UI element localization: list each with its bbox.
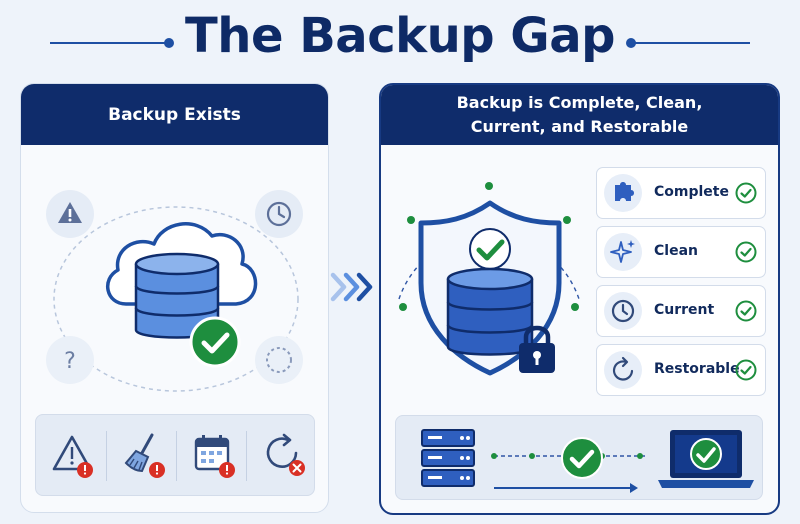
question-icon: ?: [46, 336, 94, 384]
check-circle-icon: [735, 300, 757, 322]
checklist-label: Clean: [654, 243, 698, 259]
laptop-check-icon: [658, 430, 754, 488]
check-circle-icon: [735, 359, 757, 381]
strip-divider: [246, 431, 247, 481]
checklist-item-current: Current: [596, 285, 766, 337]
strip-divider: [176, 431, 177, 481]
broom-error-icon: [124, 433, 165, 478]
server-rack-icon: [421, 429, 475, 487]
clock-icon: [255, 190, 303, 238]
warning-error-icon: [52, 435, 93, 478]
check-circle-icon: [735, 182, 757, 204]
dashed-orbit: [53, 206, 299, 392]
warning-icon: [46, 190, 94, 238]
dashed-circle-icon: [255, 336, 303, 384]
title-dot-left: [164, 38, 174, 48]
dashed-arc: [398, 182, 580, 311]
page-title: The Backup Gap: [185, 8, 615, 64]
restore-error-icon: [266, 433, 305, 476]
strip-divider: [106, 431, 107, 481]
cloud-database-icon: [106, 222, 258, 339]
title-line-left: [50, 42, 168, 44]
backup-complete-panel: Backup is Complete, Clean, Current, and …: [379, 83, 780, 515]
issues-strip: [35, 414, 315, 496]
restore-icon: [604, 351, 642, 389]
checklist-item-clean: Clean: [596, 226, 766, 278]
checklist-item-restorable: Restorable: [596, 344, 766, 396]
green-check-icon: [561, 437, 603, 479]
green-check-icon: [189, 316, 241, 368]
puzzle-icon: [604, 174, 642, 212]
backup-exists-header: Backup Exists: [21, 84, 328, 145]
shield-database-icon: [418, 200, 562, 376]
check-circle-icon: [735, 241, 757, 263]
calendar-error-icon: [194, 435, 235, 478]
backup-exists-panel: Backup Exists ?: [20, 83, 329, 513]
chevrons-arrow-icon: [330, 272, 373, 302]
restore-flow-strip: [395, 415, 763, 500]
title-dot-right: [626, 38, 636, 48]
lock-icon: [519, 325, 555, 373]
checklist-label: Current: [654, 302, 715, 318]
title-line-right: [632, 42, 750, 44]
flow-connector: [491, 453, 646, 493]
svg-text:?: ?: [64, 349, 76, 374]
checklist-label: Restorable: [654, 361, 740, 377]
sparkle-icon: [604, 233, 642, 271]
checklist-label: Complete: [654, 184, 729, 200]
checklist-item-complete: Complete: [596, 167, 766, 219]
clock-icon: [604, 292, 642, 330]
backup-complete-header: Backup is Complete, Clean, Current, and …: [381, 85, 778, 145]
